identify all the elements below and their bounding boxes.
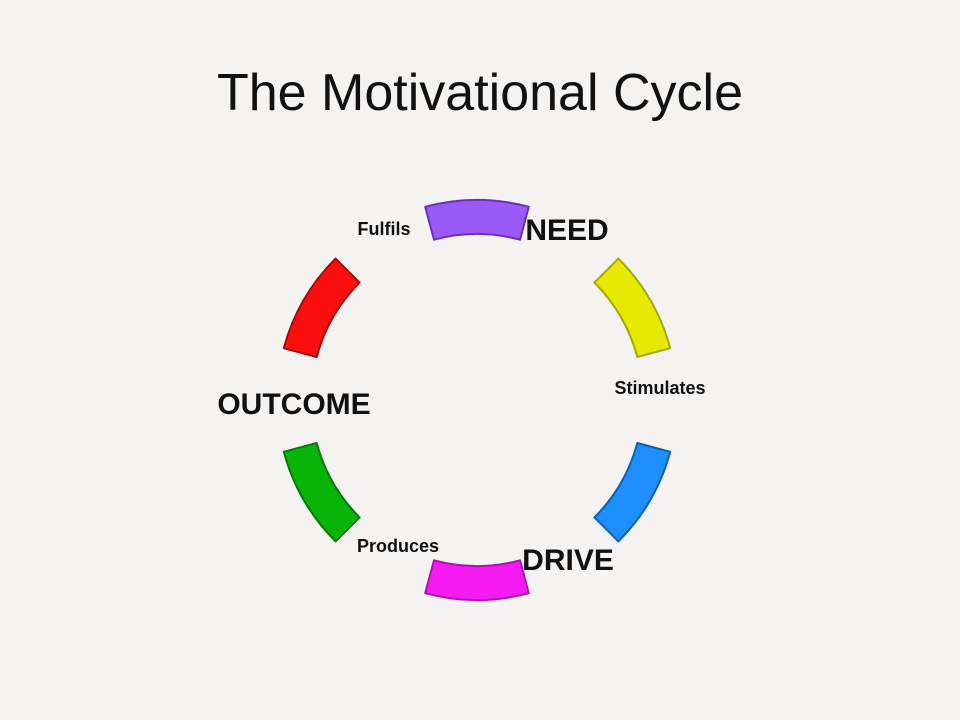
cycle-ring <box>282 199 672 601</box>
stage-outcome: OUTCOME <box>217 388 370 421</box>
segment-upper-left <box>282 257 361 358</box>
segment-upper-right <box>593 257 672 358</box>
page-title: The Motivational Cycle <box>217 64 743 122</box>
connector-produces: Produces <box>357 536 439 556</box>
segment-lower-left <box>282 442 361 543</box>
connector-stimulates: Stimulates <box>614 378 705 398</box>
stage-drive: DRIVE <box>522 544 614 577</box>
segment-top <box>424 199 530 241</box>
stage-need: NEED <box>525 214 608 247</box>
segment-lower-right <box>593 442 672 543</box>
segment-bottom <box>424 559 530 601</box>
connector-fulfils: Fulfils <box>358 219 411 239</box>
